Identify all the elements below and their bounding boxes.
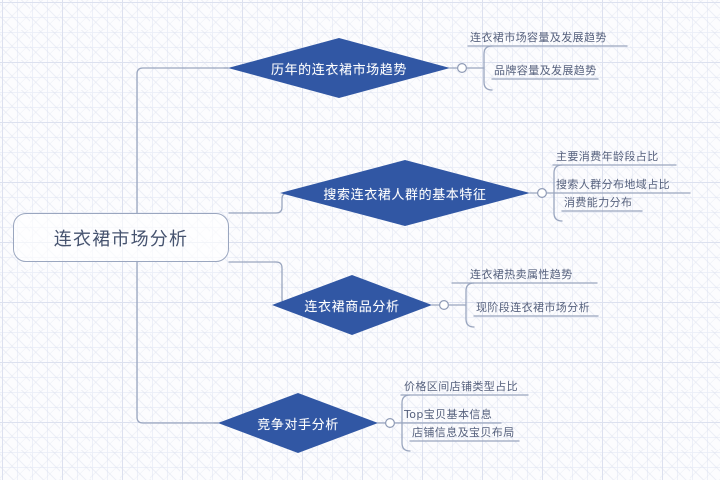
junction-dot-branch-4 [385,418,396,429]
leaf-label-1-1[interactable]: 连衣裙市场容量及发展趋势 [470,31,607,44]
junction-dot-branch-1 [457,62,468,73]
branch-node-3[interactable]: 连衣裙商品分析 [272,275,432,335]
branch-node-4-label: 竞争对手分析 [257,417,339,433]
leaf-label-3-2[interactable]: 现阶段连衣裙市场分析 [476,301,590,314]
leaf-label-4-2[interactable]: Top宝贝基本信息 [404,408,493,421]
leaf-label-2-1[interactable]: 主要消费年龄段占比 [556,150,659,163]
junction-dot-branch-3 [439,300,450,311]
connector-root-to-branch-1 [136,67,229,214]
diamond-shape-2 [280,160,530,226]
diamond-shape-1 [228,38,450,98]
leaf-label-4-3[interactable]: 店铺信息及宝贝布局 [412,426,515,439]
root-node[interactable]: 连衣裙市场分析 [13,213,229,262]
branch-node-2[interactable]: 搜索连衣裙人群的基本特征 [280,160,530,226]
root-node-label: 连衣裙市场分析 [53,228,189,250]
diamond-shape-4 [218,393,378,453]
diamond-shape-3 [272,275,432,335]
leaf-label-4-1[interactable]: 价格区间店铺类型占比 [404,380,518,393]
bracket-branch-1 [483,45,493,91]
connector-root-to-branch-4 [136,261,219,424]
bracket-branch-3 [465,282,475,328]
branch-node-1[interactable]: 历年的连衣裙市场趋势 [228,38,450,98]
branch-node-3-label: 连衣裙商品分析 [304,299,400,315]
leaf-label-1-2[interactable]: 品牌容量及发展趋势 [494,64,597,77]
leaf-label-2-2[interactable]: 搜索人群分布地域占比 [556,178,670,191]
branch-node-1-label: 历年的连衣裙市场趋势 [270,62,407,78]
bracket-branch-4 [401,394,411,452]
junction-dot-branch-2 [536,188,547,199]
branch-node-2-label: 搜索连衣裙人群的基本特征 [323,187,487,203]
branch-node-4[interactable]: 竞争对手分析 [218,393,378,453]
leaf-label-2-3[interactable]: 消费能力分布 [564,196,633,209]
leaf-label-3-1[interactable]: 连衣裙热卖属性趋势 [470,268,573,281]
bracket-branch-2 [553,164,563,222]
